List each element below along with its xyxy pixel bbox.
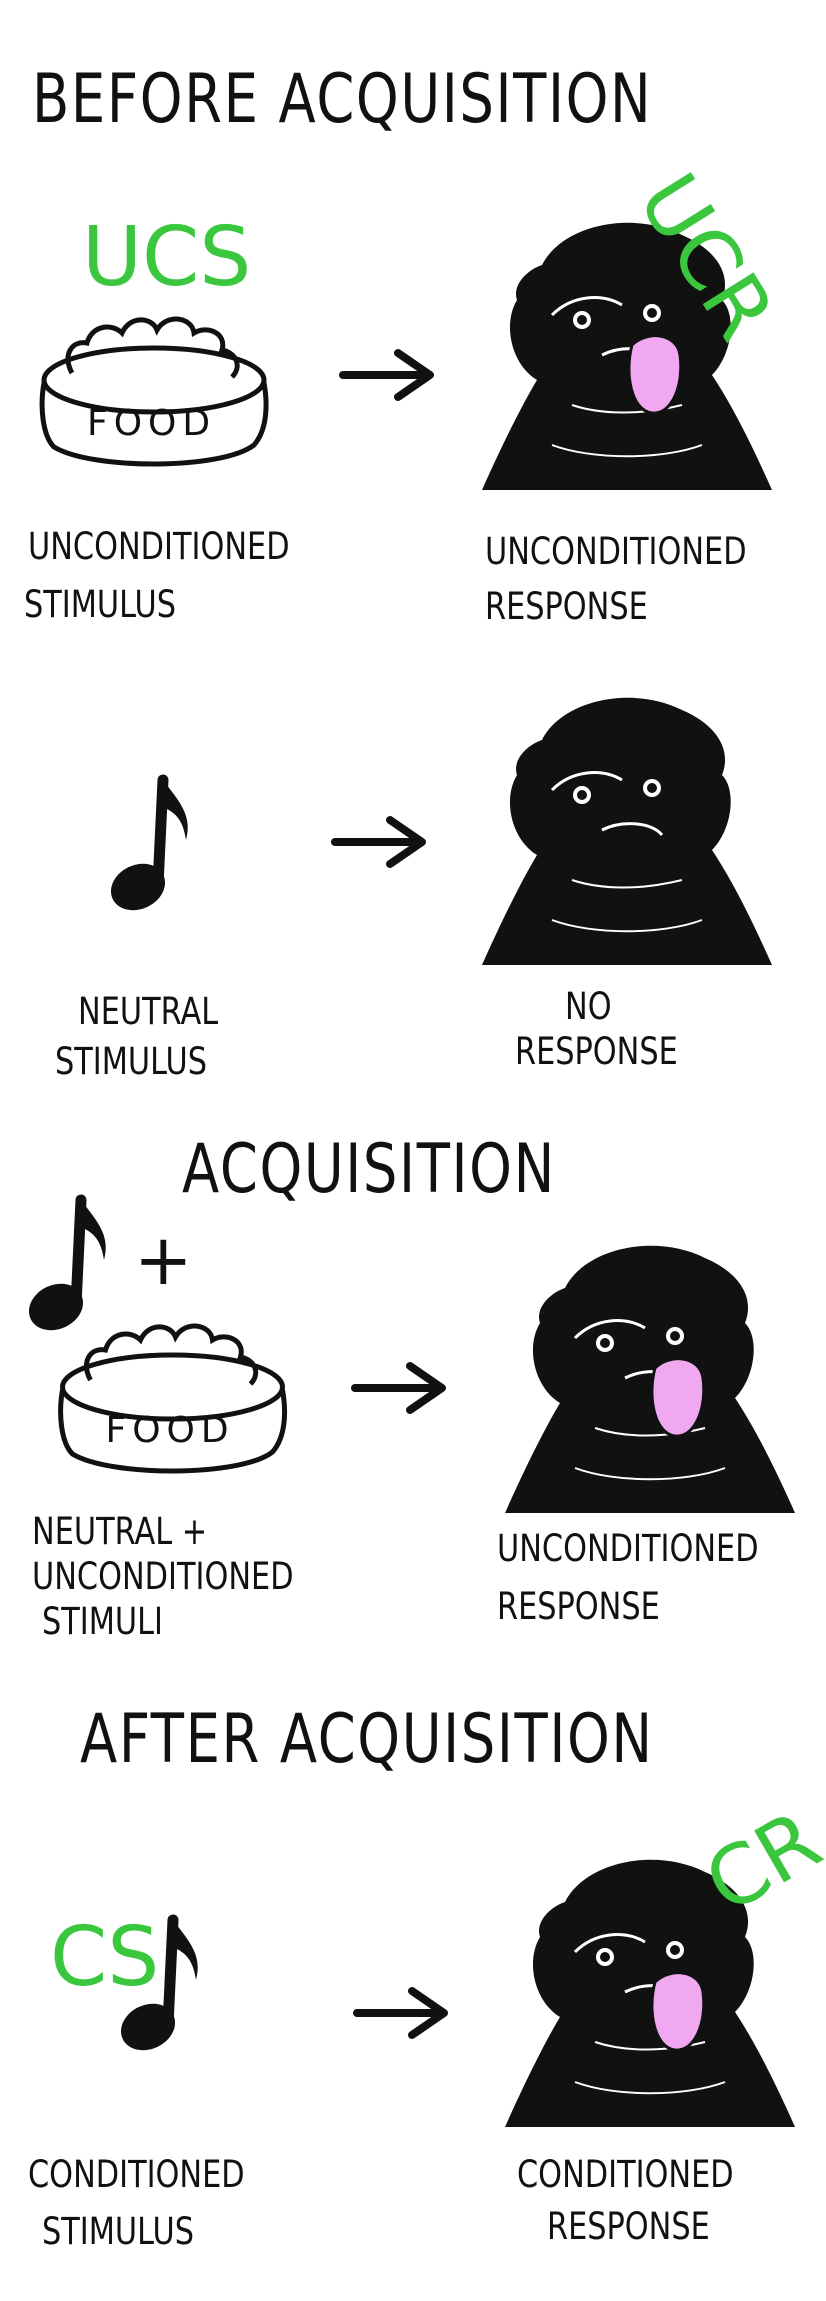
cs-label-line1: CONDITIONED xyxy=(28,2153,245,2196)
stimuli-label-line1: NEUTRAL + xyxy=(32,1510,208,1553)
dog-icon xyxy=(505,1245,795,1513)
neutral-stimulus-label-line2: STIMULUS xyxy=(55,1040,207,1083)
section-title-after: AFTER ACQUISITION xyxy=(80,1700,654,1779)
tongue-icon xyxy=(650,1971,706,2052)
food-text: FOOD xyxy=(87,403,216,444)
acq-response-label-line2: RESPONSE xyxy=(497,1585,660,1628)
ucs-label-line1: UNCONDITIONED xyxy=(28,525,290,568)
no-response-label-line1: NO xyxy=(565,985,612,1028)
neutral-stimulus-label-line1: NEUTRAL xyxy=(78,990,219,1033)
dog-icon xyxy=(482,697,772,965)
food-text: FOOD xyxy=(106,1410,235,1451)
stimuli-label-line2: UNCONDITIONED xyxy=(32,1555,294,1598)
section-title-before: BEFORE ACQUISITION xyxy=(32,60,653,139)
food-bowl-icon: FOOD xyxy=(58,1323,288,1474)
cs-label-line2: STIMULUS xyxy=(42,2210,194,2253)
ucs-tag: UCS xyxy=(82,210,252,305)
cr-label-line1: CONDITIONED xyxy=(517,2153,734,2196)
music-note-icon xyxy=(110,774,188,911)
dog-icon xyxy=(505,1859,795,2127)
arrow-right-icon xyxy=(331,816,426,868)
arrow-right-icon xyxy=(351,1362,446,1414)
section-title-acquisition: ACQUISITION xyxy=(182,1130,556,1209)
no-response-label-line2: RESPONSE xyxy=(515,1030,678,1073)
cs-tag: CS xyxy=(50,1910,160,2005)
dog-icon xyxy=(482,222,772,490)
tongue-icon xyxy=(650,1357,706,1438)
ucr-label-line1: UNCONDITIONED xyxy=(485,530,747,573)
acq-response-label-line1: UNCONDITIONED xyxy=(497,1527,759,1570)
ucs-label-line2: STIMULUS xyxy=(24,583,176,626)
music-note-icon xyxy=(120,1914,198,2051)
food-bowl-icon: FOOD xyxy=(39,316,269,467)
ucr-label-line2: RESPONSE xyxy=(485,585,648,628)
arrow-right-icon xyxy=(353,1987,448,2039)
cr-label-line2: RESPONSE xyxy=(547,2205,710,2248)
arrow-right-icon xyxy=(339,349,434,401)
stimuli-label-line3: STIMULI xyxy=(42,1600,163,1643)
plus-sign: + xyxy=(134,1219,193,1301)
music-note-icon xyxy=(28,1194,106,1331)
tongue-icon xyxy=(627,334,683,415)
